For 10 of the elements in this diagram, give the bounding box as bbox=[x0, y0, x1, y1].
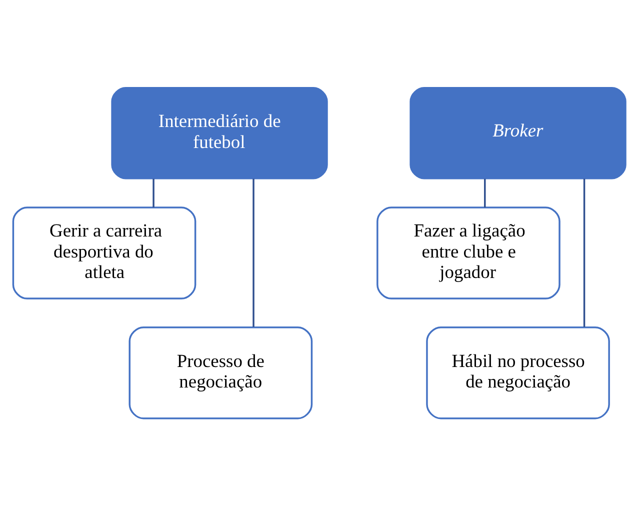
connector bbox=[583, 178, 586, 327]
connector bbox=[484, 178, 486, 208]
node-box: Intermediário de futebol bbox=[111, 87, 328, 180]
connector bbox=[152, 178, 154, 208]
node-box: Broker bbox=[410, 87, 626, 180]
connector bbox=[252, 178, 254, 327]
node-box: Gerir a carreira desportiva do atleta bbox=[12, 206, 196, 300]
node-box: Hábil no processo de negociação bbox=[426, 326, 610, 420]
node-box: Processo de negociação bbox=[128, 326, 313, 420]
node-box: Fazer a ligação entre clube e jogador bbox=[376, 206, 560, 300]
